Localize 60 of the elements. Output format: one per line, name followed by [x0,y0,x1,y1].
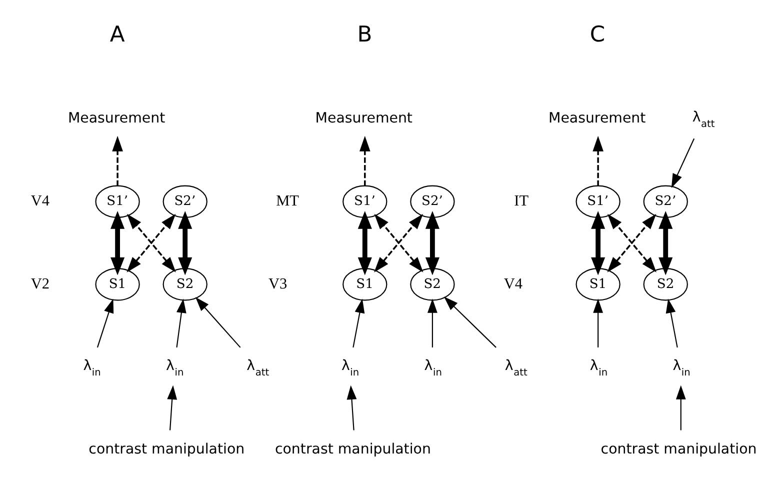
node-text: λ$_{in}$ [424,358,442,378]
label: B [357,22,372,48]
label: MT [276,192,299,210]
arrow [593,298,604,348]
node-text: λ$_{att}$ [246,358,270,378]
node-ellipse: S2’ [162,185,208,218]
node-ellipse: S1’ [342,185,388,218]
node-text: Measurement [315,110,412,126]
node-text: λ$_{att}$ [692,109,715,130]
arrow [96,298,114,348]
arrow [112,136,123,186]
node-ellipse: S2’ [643,185,688,218]
arrow [444,296,496,348]
node-ellipse: S2’ [410,185,455,218]
arrow [126,214,176,272]
arrow [592,136,604,186]
node-text: λ$_{in}$ [166,358,184,378]
node-text: λ$_{in}$ [83,358,101,378]
arrow [607,214,656,272]
arrow [658,210,673,276]
node-text: λ$_{att}$ [504,358,528,378]
node-text: contrast manipulation [88,442,245,458]
node-text: Measurement [548,110,646,126]
node-ellipse: S1’ [95,185,140,218]
arrow [427,298,438,348]
node-text: contrast manipulation [274,442,431,458]
arrow [425,210,440,276]
node-text: λ$_{in}$ [672,358,690,378]
node-text: λ$_{in}$ [590,358,608,378]
node-text: Measurement [68,110,166,126]
arrow [110,210,125,276]
label: C [590,22,606,48]
arrow [178,210,192,276]
arrow [195,297,241,348]
label: V4 [504,275,522,292]
node-ellipse: S2 [410,268,455,301]
arrow [359,136,370,186]
label: IT [514,192,529,210]
label: V2 [30,275,50,292]
node-ellipse: S1 [95,268,140,301]
arrow [176,298,186,348]
label: A [110,22,125,48]
arrow [352,298,365,348]
node-text: λ$_{in}$ [341,358,360,378]
arrow [676,385,686,430]
arrow [671,138,695,188]
node-ellipse: S1 [576,268,620,301]
node-text: contrast manipulation [600,442,757,458]
arrow [167,385,178,430]
node-ellipse: S1 [342,268,388,301]
arrow [374,214,424,272]
arrow [346,385,357,430]
label: V4 [30,192,50,210]
node-ellipse: S2 [162,268,208,301]
arrow [591,210,606,276]
arrow [666,298,678,348]
label: V3 [268,275,288,292]
arrow [358,210,372,276]
node-ellipse: S1’ [576,185,620,218]
node-ellipse: S2 [643,268,688,301]
